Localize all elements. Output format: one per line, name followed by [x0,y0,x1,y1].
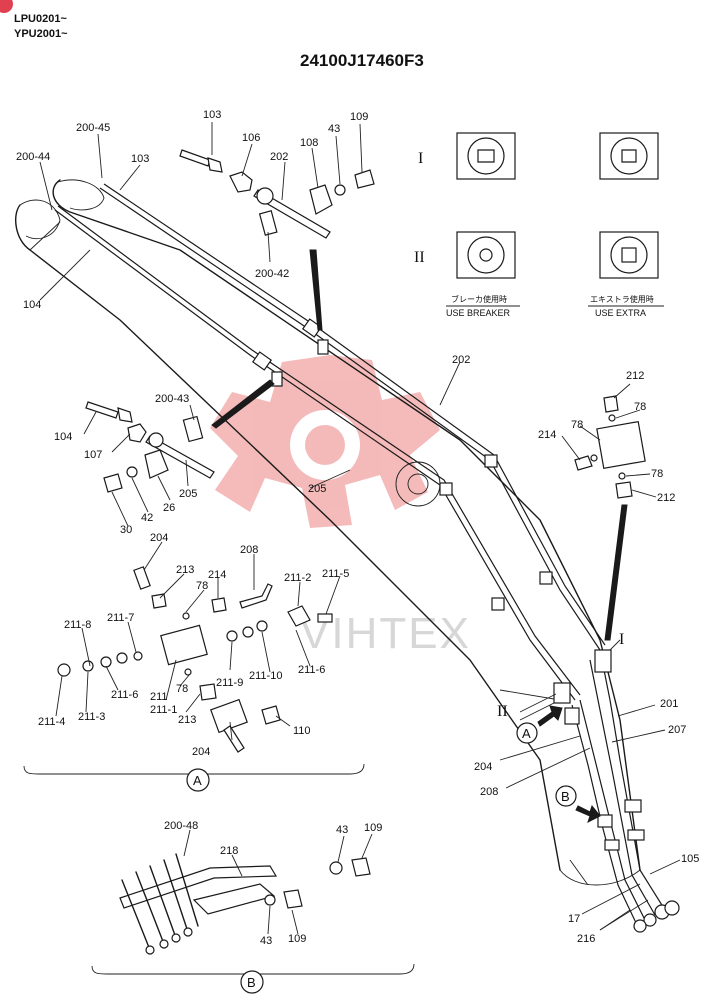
label-205-a: 205 [308,483,326,495]
label-211-6-b: 211-6 [298,664,325,676]
boom-arm [14,179,641,886]
valve-view-I-extra [599,132,659,180]
label-106: 106 [242,132,260,144]
breaker-caption-jp: ブレーカ使用時 [451,294,507,304]
right-valve-block [574,395,646,499]
extra-caption-jp: エキストラ使用時 [590,294,654,304]
label-42: 42 [141,512,153,524]
label-211-3: 211-3 [78,711,105,723]
valve-view-II-breaker [456,231,516,279]
label-103-b: 103 [203,109,221,121]
label-26: 26 [163,502,175,514]
pipe-clamps [251,318,680,933]
label-78-d: 78 [196,580,208,592]
label-30: 30 [120,524,132,536]
label-110: 110 [293,725,311,737]
label-207: 207 [668,724,686,736]
label-109-a: 109 [350,111,368,123]
label-43-b: 43 [336,824,348,836]
label-200-48: 200-48 [164,820,198,832]
serial-range-1: LPU0201~ [14,13,67,25]
left-fitting-parts [85,401,215,493]
label-200-45: 200-45 [76,122,110,134]
label-208-a: 208 [240,544,258,556]
svg-text:A: A [522,726,531,741]
view-roman-1: I [418,150,423,167]
label-78-c: 78 [651,468,663,480]
boom-marker-B: B [555,785,601,823]
detail-A-parts [57,566,333,753]
label-211-4: 211-4 [38,716,65,728]
label-211-5: 211-5 [322,568,349,580]
label-204-a: 204 [150,532,168,544]
label-202-b: 202 [452,354,470,366]
label-216: 216 [577,933,595,945]
label-211-7: 211-7 [107,612,134,624]
label-78-a: 78 [634,401,646,413]
label-201: 201 [660,698,678,710]
detail-pointers [211,249,628,641]
label-211: 211 [150,691,168,703]
label-78-e: 78 [176,683,188,695]
svg-text:B: B [561,789,570,804]
label-104-b: 104 [54,431,72,443]
valve-view-I-breaker [456,132,516,180]
label-204-b: 204 [192,746,210,758]
label-104-a: 104 [23,299,41,311]
leader-lines [39,122,681,935]
breaker-caption-en: USE BREAKER [446,308,511,318]
watermark-logo [210,355,440,528]
label-107: 107 [84,449,102,461]
section-A-marker: A [186,768,210,792]
label-105: 105 [681,853,699,865]
label-200-43: 200-43 [155,393,189,405]
label-211-10: 211-10 [249,670,282,682]
label-214-b: 214 [208,569,226,581]
boom-marker-A: A [516,705,563,744]
label-205-b: 205 [179,488,197,500]
label-212-b: 212 [657,492,675,504]
label-108: 108 [300,137,318,149]
label-17: 17 [568,913,580,925]
corner-mark [0,0,13,13]
detail-B-parts [119,853,371,955]
label-213-b: 213 [178,714,196,726]
label-213-a: 213 [176,564,194,576]
section-B-marker: B [240,970,264,994]
label-211-6-a: 211-6 [111,689,138,701]
label-78-b: 78 [571,419,583,431]
view-roman-2: II [414,249,425,266]
label-43-c: 43 [260,935,272,947]
label-211-1: 211-1 [150,704,177,716]
label-211-9: 211-9 [216,677,243,689]
label-roman-I: I [619,631,624,648]
label-109-b: 109 [364,822,382,834]
svg-text:B: B [247,975,256,990]
label-212-a: 212 [626,370,644,382]
label-211-2: 211-2 [284,572,311,584]
part-labels: 200-45 200-44 103 103 106 202 108 43 109… [16,109,699,947]
serial-range-2: YPU2001~ [14,28,68,40]
label-214-a: 214 [538,429,556,441]
boom-pipes [54,183,666,926]
label-200-44: 200-44 [16,151,50,163]
label-roman-II: II [497,703,508,720]
label-202-a: 202 [270,151,288,163]
label-109-c: 109 [288,933,306,945]
label-208-b: 208 [480,786,498,798]
extra-caption-en: USE EXTRA [595,308,646,318]
valve-view-II-extra [599,231,659,279]
label-218: 218 [220,845,238,857]
label-43-a: 43 [328,123,340,135]
drawing-code: 24100J17460F3 [300,51,424,70]
svg-text:A: A [193,773,202,788]
label-211-8: 211-8 [64,619,91,631]
label-103-a: 103 [131,153,149,165]
label-204-c: 204 [474,761,492,773]
label-200-42: 200-42 [255,268,289,280]
upper-fitting-parts [179,149,375,239]
